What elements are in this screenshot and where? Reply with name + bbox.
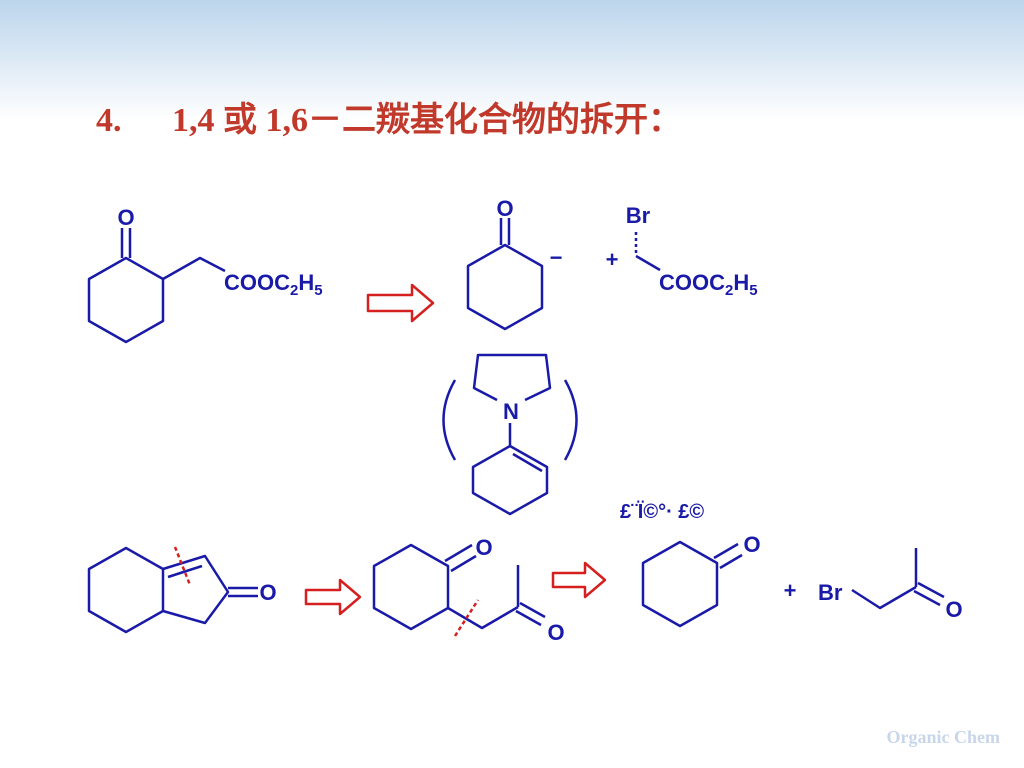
plus-sign-2: + bbox=[784, 578, 797, 603]
retro-arrow-3 bbox=[551, 561, 607, 599]
cleavage-mark-1 bbox=[173, 546, 192, 586]
ester-label-2: COOC2H5 bbox=[659, 270, 758, 299]
cyclohexanone-molecule bbox=[641, 540, 743, 628]
ester-subscript-5b: 5 bbox=[749, 282, 757, 299]
enamine-nitrogen: N bbox=[503, 399, 519, 424]
plus-sign-1: + bbox=[606, 247, 619, 272]
bromide-label-2: Br bbox=[818, 580, 843, 605]
ester-h: H bbox=[298, 270, 314, 295]
bromide-label-1: Br bbox=[626, 203, 651, 228]
reagent-annotation: £¨Ï©°· £© bbox=[620, 500, 704, 523]
ester-subscript-2b: 2 bbox=[725, 282, 733, 299]
bromoacetate-molecule bbox=[634, 232, 661, 272]
bromoacetone-molecule bbox=[851, 548, 945, 610]
ketoester-molecule bbox=[87, 228, 226, 344]
ester-subscript-2: 2 bbox=[290, 282, 298, 299]
diketone-molecule bbox=[372, 543, 546, 631]
enone-oxygen: O bbox=[259, 580, 276, 605]
enolate-synthon bbox=[466, 218, 544, 331]
ketone-oxygen: O bbox=[117, 205, 134, 230]
cleavage-mark-2 bbox=[453, 599, 480, 637]
enolate-oxygen: O bbox=[496, 196, 513, 221]
minus-charge: − bbox=[550, 245, 563, 270]
bicyclic-enone bbox=[87, 546, 258, 634]
ester-subscript-5: 5 bbox=[314, 282, 322, 299]
ester-prefix-2: COOC bbox=[659, 270, 725, 295]
ester-h-2: H bbox=[733, 270, 749, 295]
retro-arrow-1 bbox=[366, 283, 435, 323]
diketone-oxygen-1: O bbox=[475, 535, 492, 560]
enamine-reagent bbox=[442, 353, 578, 516]
bromoacetone-oxygen: O bbox=[945, 597, 962, 622]
diketone-oxygen-2: O bbox=[547, 620, 564, 645]
cyclohexanone-oxygen: O bbox=[743, 532, 760, 557]
sky-banner bbox=[0, 0, 1024, 120]
ester-label: COOC2H5 bbox=[224, 270, 323, 299]
section-number: 4. bbox=[96, 102, 122, 139]
footer-watermark: Organic Chem bbox=[886, 727, 1000, 747]
ester-prefix: COOC bbox=[224, 270, 290, 295]
retro-arrow-2 bbox=[304, 578, 362, 616]
slide-title: 4. 1,4 或 1,6－二羰基化合物的拆开： bbox=[96, 92, 682, 141]
title-text: 1,4 或 1,6－二羰基化合物的拆开： bbox=[172, 102, 682, 139]
